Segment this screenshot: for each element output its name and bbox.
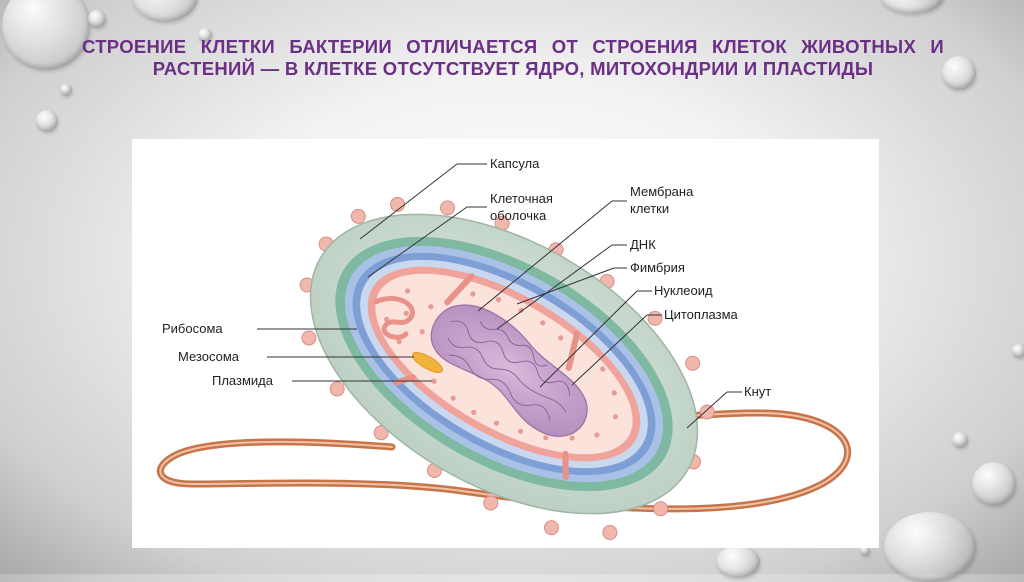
slide-title: СТРОЕНИЕ КЛЕТКИ БАКТЕРИИ ОТЛИЧАЕТСЯ ОТ С… (82, 36, 944, 79)
decorative-bubble (132, 0, 198, 22)
plasmid (411, 352, 444, 374)
label-nucleoid: Нуклеоид (654, 283, 713, 298)
decorative-bubble (716, 546, 760, 578)
decorative-bubble (88, 10, 106, 28)
label-flagellum: Кнут (744, 384, 771, 399)
label-plasmid: Плазмида (212, 373, 274, 388)
decorative-bubble (860, 546, 870, 556)
decorative-bubble (198, 28, 212, 42)
label-cytoplasm: Цитоплазма (664, 307, 739, 322)
label-membrane-line2: клетки (630, 201, 669, 216)
label-fimbria: Фимбрия (630, 260, 685, 275)
diagram-panel: Капсула Клеточная оболочка Мембрана клет… (132, 139, 879, 548)
dna-strands (447, 320, 571, 421)
label-dna: ДНК (630, 237, 656, 252)
label-mesosome: Мезосома (178, 349, 240, 364)
decorative-bubble (880, 0, 944, 14)
leader-lines (257, 163, 742, 429)
label-cell-wall-line2: оболочка (490, 208, 547, 223)
decorative-bubble (60, 84, 72, 96)
label-capsule: Капсула (490, 156, 540, 171)
label-membrane-line1: Мембрана (630, 184, 694, 199)
decorative-bubble (1012, 344, 1024, 358)
decorative-bubble (36, 110, 58, 132)
membrane-folds (393, 273, 581, 481)
decorative-bubble (942, 56, 976, 90)
label-cell-wall-line1: Клеточная (490, 191, 553, 206)
decorative-bubble (972, 462, 1016, 506)
decorative-bubble (2, 0, 90, 70)
mesosome (373, 295, 415, 340)
label-ribosome: Рибосома (162, 321, 223, 336)
bacterium-diagram: Капсула Клеточная оболочка Мембрана клет… (157, 156, 852, 541)
decorative-bubble (952, 432, 968, 448)
decorative-bubble (884, 512, 976, 582)
